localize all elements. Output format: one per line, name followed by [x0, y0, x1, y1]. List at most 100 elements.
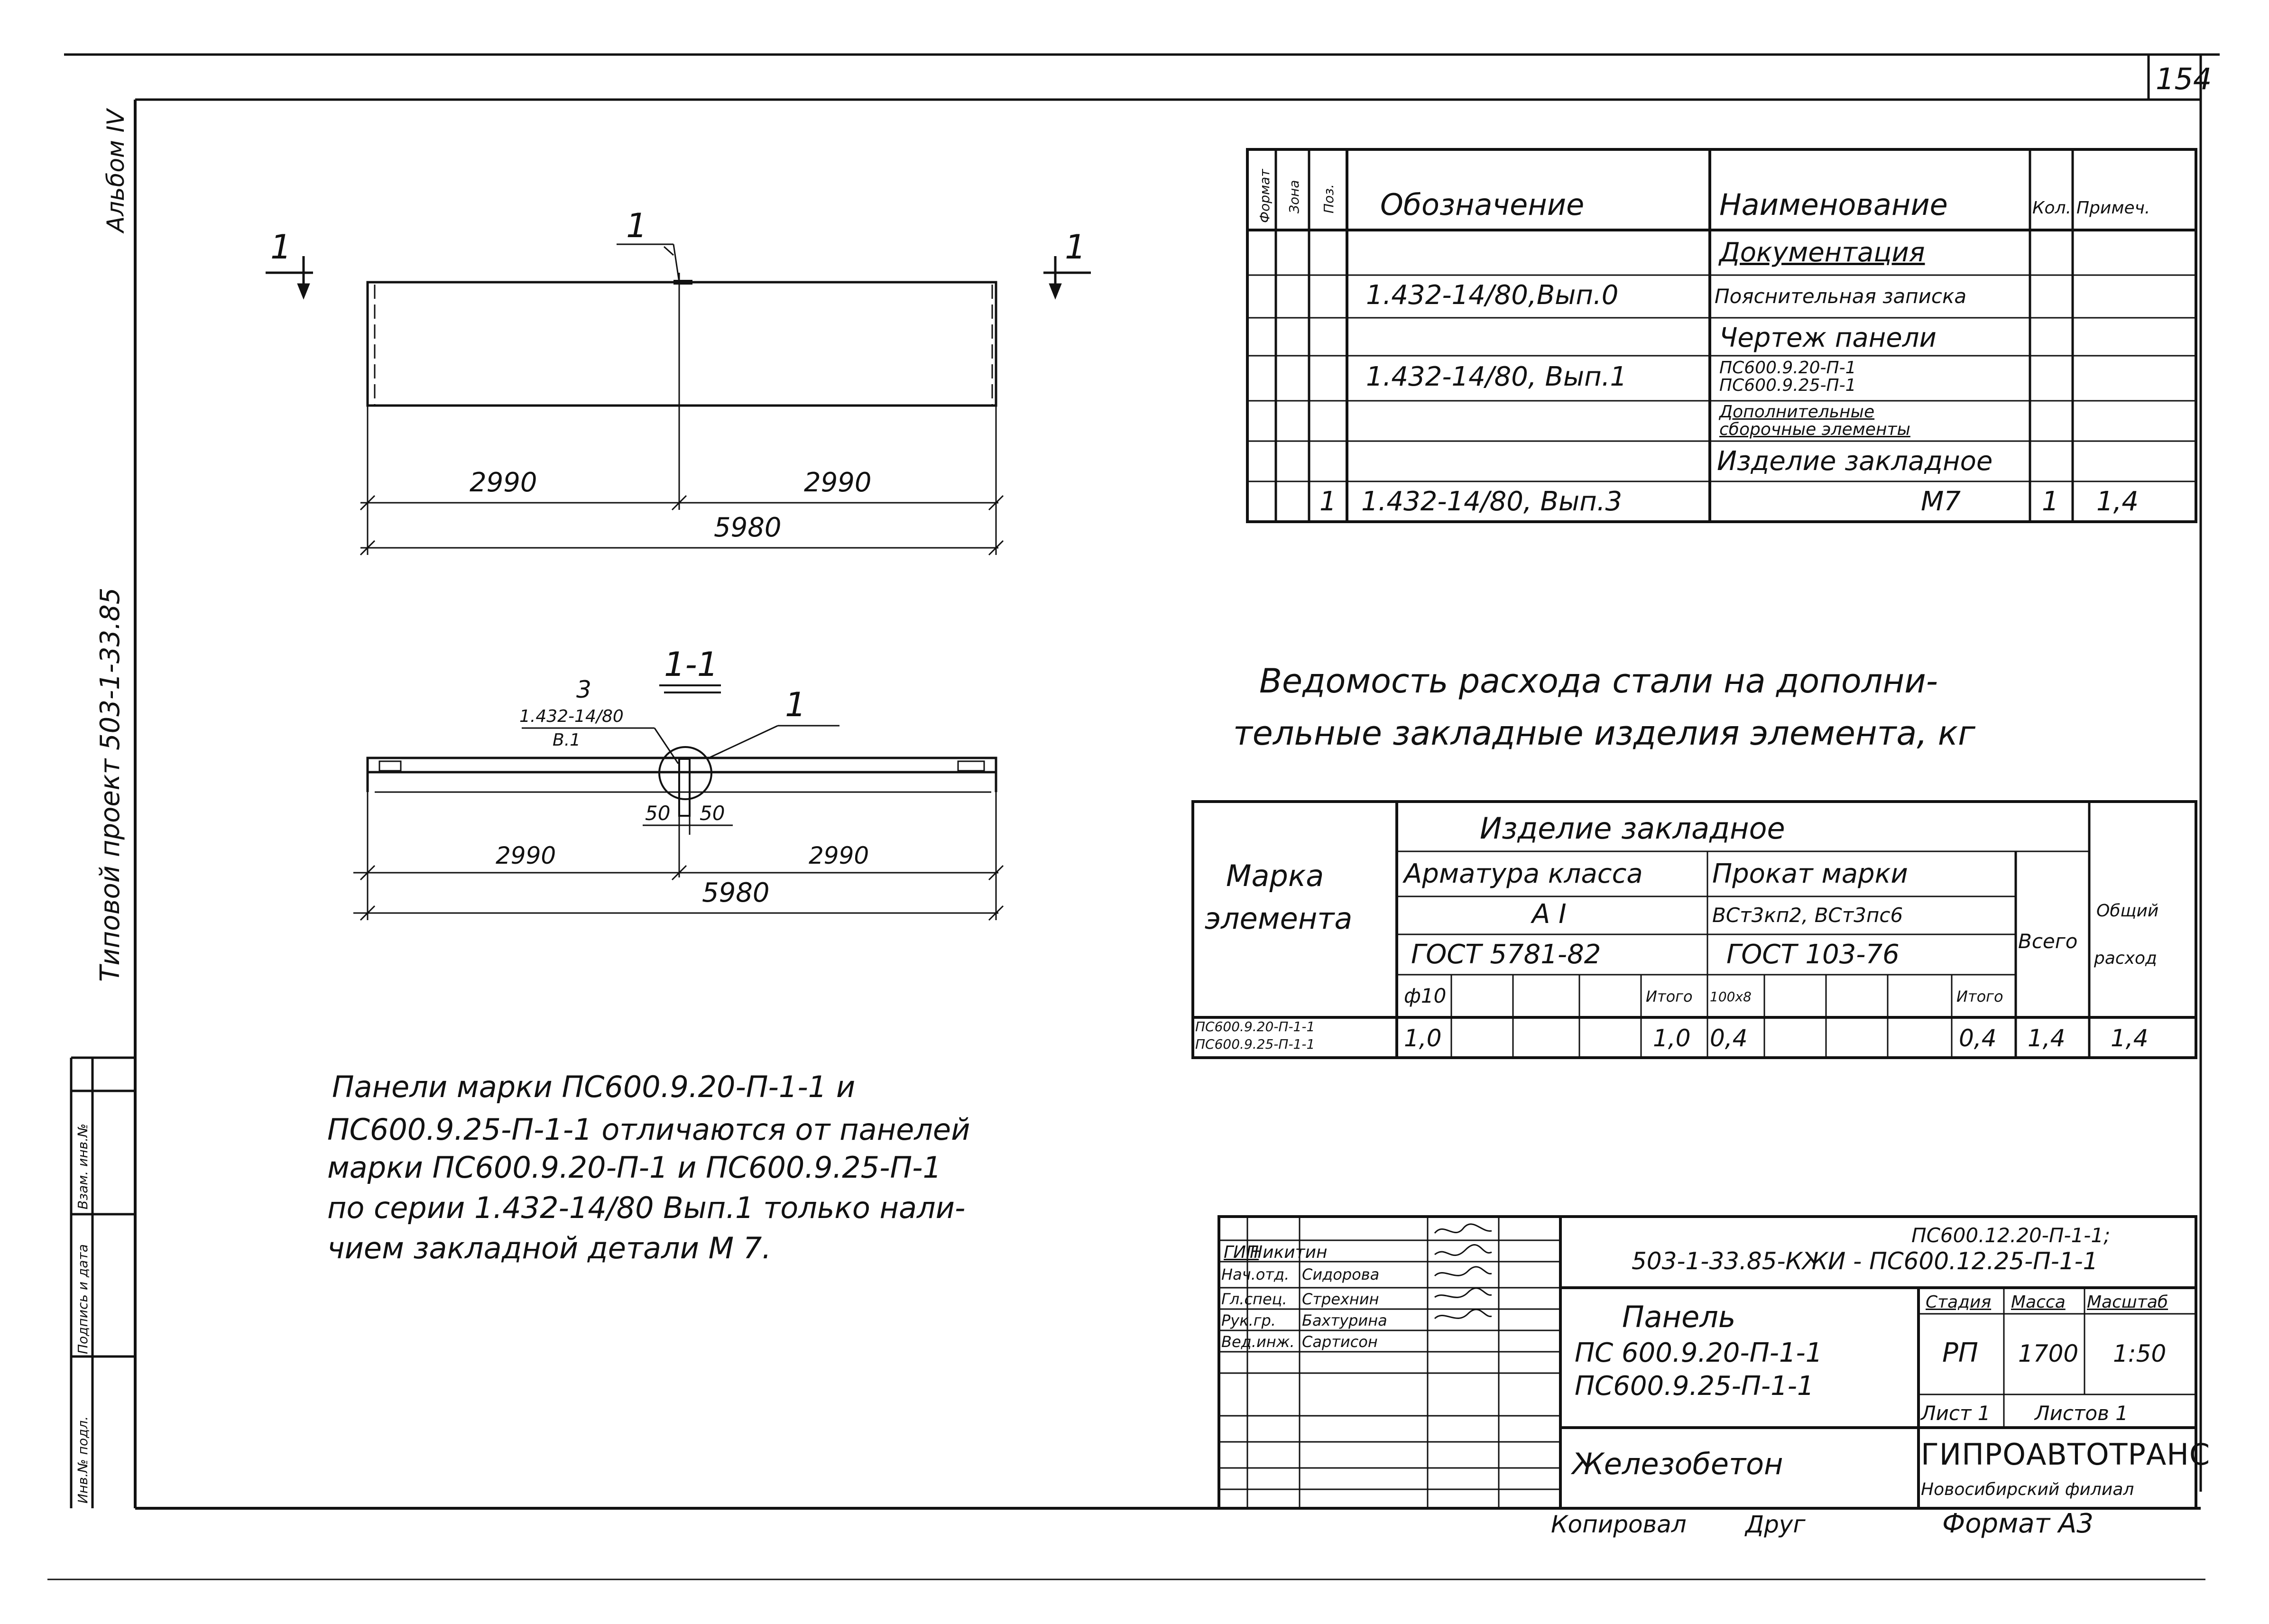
- steel-row-size: 0,4: [1710, 1024, 1748, 1052]
- section-ref-num: 3: [576, 676, 591, 703]
- section-callout: 1: [785, 685, 806, 724]
- spec-row-1-name: Документация: [1719, 237, 1925, 268]
- spec-h-zone: Зона: [1286, 180, 1302, 213]
- tb-name-4: Бахтурина: [1302, 1311, 1387, 1329]
- section-dim-total: 5980: [702, 877, 770, 908]
- tb-role-3: Гл.спец.: [1221, 1290, 1287, 1308]
- spec-row-5-name2: сборочные элементы: [1719, 420, 1910, 439]
- spec-row-7-note: 1,4: [2096, 486, 2139, 517]
- spec-row-4-name: ПС600.9.20-П-1: [1719, 358, 1856, 378]
- steel-h-itogo: Итого: [1646, 987, 1693, 1006]
- tb-code-main: 503-1-33.85-КЖИ - ПС600.12.25-П-1-1: [1632, 1247, 2098, 1275]
- tb-material: Железобетон: [1572, 1447, 1783, 1481]
- tb-name-2: Сидорова: [1302, 1265, 1380, 1283]
- tb-item-title: Панель: [1622, 1300, 1736, 1334]
- steel-h-itogo2: Итого: [1956, 987, 2003, 1006]
- gap-right: 50: [700, 802, 725, 825]
- steel-title-1: Ведомость расхода стали на дополни-: [1259, 662, 1938, 701]
- note-line-2: ПС600.9.25-П-1-1 отличаются от панелей: [327, 1112, 970, 1147]
- steel-row-total: 1,4: [2028, 1024, 2066, 1052]
- copied-label: Копировал: [1551, 1511, 1687, 1538]
- note-line-1: Панели марки ПС600.9.20-П-1-1 и: [332, 1070, 856, 1104]
- steel-h-arm-gost: ГОСТ 5781-82: [1411, 939, 1601, 970]
- spec-row-5-name: Дополнительные: [1719, 402, 1875, 422]
- tb-item-mark-1: ПС 600.9.20-П-1-1: [1575, 1338, 1823, 1368]
- project-label: Типовой проект 503-1-33.85: [95, 587, 126, 982]
- note-line-4: по серии 1.432-14/80 Вып.1 только нали-: [327, 1190, 966, 1225]
- tb-branch: Новосибирский филиал: [1921, 1480, 2134, 1499]
- steel-title-2: тельные закладные изделия элемента, кг: [1233, 714, 1975, 753]
- steel-h-arm-class: А I: [1532, 899, 1567, 930]
- signatures: [1434, 1223, 1492, 1320]
- stamp-sign-date: Подпись и дата: [75, 1244, 91, 1354]
- plan-dim-total: 5980: [714, 512, 782, 543]
- plan-dim-right: 2990: [804, 467, 872, 498]
- steel-h-prokat: Прокат марки: [1712, 858, 1908, 889]
- steel-row-itogo: 1,0: [1653, 1024, 1691, 1052]
- steel-row-phi: 1,0: [1404, 1024, 1442, 1052]
- gap-left: 50: [645, 802, 671, 825]
- copied-signature: Друг: [1745, 1511, 1806, 1538]
- spec-row-2-designation: 1.432-14/80,Вып.0: [1366, 280, 1619, 311]
- steel-h-common-1: Общий: [2096, 901, 2159, 921]
- section-dim-right: 2990: [809, 842, 869, 869]
- steel-h-size: 100х8: [1710, 989, 1752, 1005]
- tb-code-top: ПС600.12.20-П-1-1;: [1911, 1224, 2111, 1247]
- spec-row-4-name2: ПС600.9.25-П-1: [1719, 376, 1856, 395]
- tb-role-2: Нач.отд.: [1221, 1265, 1290, 1283]
- tb-stage: РП: [1942, 1338, 1978, 1368]
- steel-h-total: Всего: [2018, 930, 2078, 953]
- tb-org: ГИПРОАВТОТРАНС: [1921, 1437, 2211, 1472]
- tb-name-5: Сартисон: [1302, 1333, 1378, 1351]
- tb-name-3: Стрехнин: [1302, 1290, 1379, 1308]
- spec-row-7-pos: 1: [1319, 486, 1337, 517]
- steel-h-mark-2: элемента: [1205, 901, 1353, 936]
- steel-h-prokat-grade: ВСт3кп2, ВСт3пс6: [1712, 904, 1903, 927]
- stamp-vzam: Взам. инв.№: [75, 1123, 91, 1209]
- spec-row-7-qty: 1: [2042, 486, 2059, 517]
- section-title: 1-1: [664, 645, 719, 684]
- steel-h-prokat-gost: ГОСТ 103-76: [1726, 939, 1900, 970]
- tb-name-1: Никитин: [1250, 1243, 1328, 1262]
- spec-h-name: Наименование: [1719, 187, 1948, 222]
- steel-row-mark-1: ПС600.9.20-П-1-1: [1195, 1019, 1315, 1034]
- section-dim-left: 2990: [496, 842, 556, 869]
- spec-row-6-name: Изделие закладное: [1717, 446, 1993, 477]
- steel-h-common-2: расход: [2094, 949, 2157, 968]
- tb-role-5: Вед.инж.: [1221, 1333, 1295, 1351]
- section-ref-doc: 1.432-14/80: [519, 707, 624, 726]
- spec-row-7-designation: 1.432-14/80, Вып.3: [1361, 486, 1623, 517]
- tb-h-stage: Стадия: [1926, 1292, 1992, 1312]
- steel-row-itogo2: 0,4: [1959, 1024, 1997, 1052]
- spec-row-3-name: Чертеж панели: [1719, 323, 1937, 353]
- note-line-3: марки ПС600.9.20-П-1 и ПС600.9.25-П-1: [327, 1150, 941, 1185]
- cut-mark-left: 1: [270, 228, 292, 267]
- steel-h-item: Изделие закладное: [1480, 811, 1785, 846]
- format-label: Формат А3: [1942, 1508, 2094, 1539]
- spec-row-7-name: М7: [1921, 486, 1961, 517]
- album-label: Альбом IV: [102, 109, 129, 232]
- tb-scale: 1:50: [2113, 1340, 2167, 1367]
- tb-item-mark-2: ПС600.9.25-П-1-1: [1575, 1371, 1814, 1402]
- tb-h-scale: Масштаб: [2087, 1292, 2168, 1312]
- spec-h-qty: Кол.: [2032, 198, 2072, 218]
- spec-h-note: Примеч.: [2076, 198, 2150, 218]
- sheet-number: 154: [2156, 62, 2212, 96]
- spec-h-format: Формат: [1257, 169, 1273, 223]
- tb-sheets: Листов 1: [2035, 1402, 2128, 1425]
- spec-h-pos: Поз.: [1321, 184, 1337, 213]
- section-ref-vyp: В.1: [553, 730, 581, 750]
- tb-role-4: Рук.гр.: [1221, 1311, 1276, 1329]
- note-line-5: чием закладной детали М 7.: [327, 1231, 772, 1265]
- tb-mass: 1700: [2018, 1340, 2079, 1367]
- spec-row-2-name: Пояснительная записка: [1715, 285, 1967, 308]
- spec-row-4-designation: 1.432-14/80, Вып.1: [1366, 361, 1627, 392]
- spec-h-designation: Обозначение: [1380, 187, 1585, 222]
- steel-row-common: 1,4: [2111, 1024, 2149, 1052]
- steel-h-arm: Арматура класса: [1404, 858, 1643, 889]
- stamp-inv: Инв.№ подл.: [75, 1416, 91, 1504]
- cut-mark-right: 1: [1065, 228, 1086, 267]
- plan-callout: 1: [626, 206, 647, 245]
- tb-sheet: Лист 1: [1921, 1402, 1991, 1425]
